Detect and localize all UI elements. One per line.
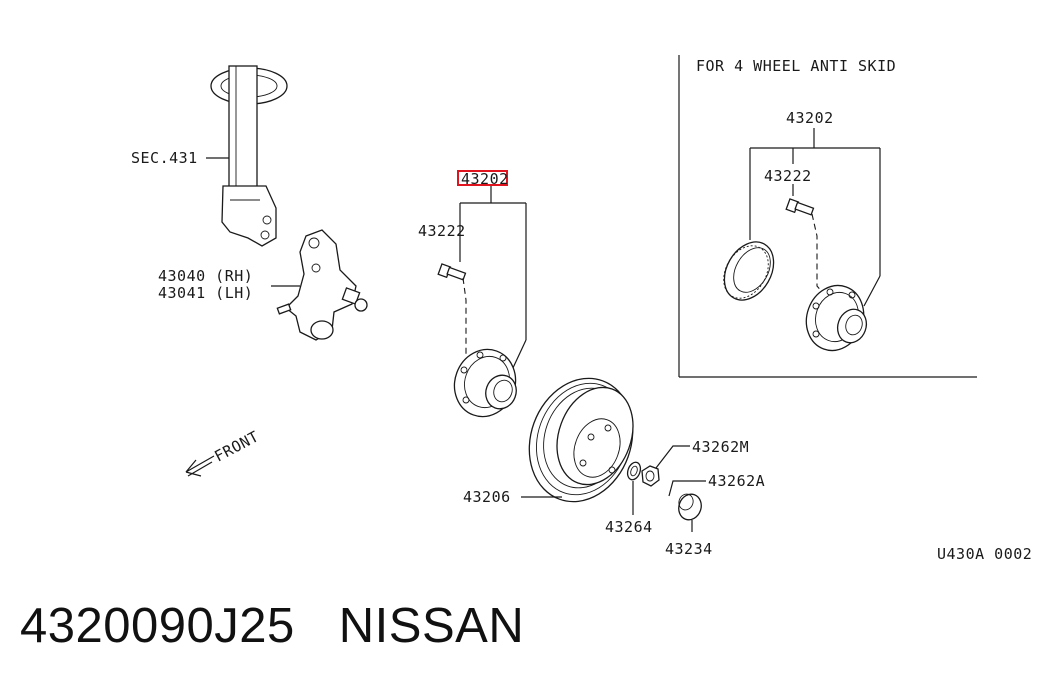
label-nut-m: 43262M bbox=[692, 438, 749, 456]
label-bolt-main: 43222 bbox=[418, 222, 466, 240]
hub-bolt bbox=[437, 263, 467, 281]
strut-assembly bbox=[210, 65, 288, 247]
inset-title: FOR 4 WHEEL ANTI SKID bbox=[696, 57, 896, 75]
knuckle bbox=[276, 229, 368, 341]
label-nut-a: 43262A bbox=[708, 472, 765, 490]
drawing-code: U430A 0002 bbox=[937, 545, 1032, 563]
leader-hub-main bbox=[459, 186, 527, 371]
nut bbox=[641, 465, 660, 487]
washer bbox=[626, 461, 642, 481]
label-knuckle-rh: 43040 (RH) bbox=[158, 267, 253, 285]
dash-bolt-inset bbox=[811, 213, 825, 295]
leader-nut-a bbox=[668, 480, 706, 497]
front-arrow-icon bbox=[185, 455, 215, 477]
front-label: FRONT bbox=[211, 427, 262, 465]
sensor-rotor bbox=[723, 241, 775, 301]
inset-hub-flange bbox=[805, 284, 868, 352]
label-cap: 43234 bbox=[665, 540, 713, 558]
label-hub-main: 43202 bbox=[461, 170, 509, 188]
grease-cap bbox=[678, 493, 702, 521]
label-hub-inset: 43202 bbox=[786, 109, 834, 127]
label-washer: 43264 bbox=[605, 518, 653, 536]
part-number: 4320090J25 bbox=[20, 599, 295, 653]
label-sec431: SEC.431 bbox=[131, 149, 198, 167]
brand-name: NISSAN bbox=[338, 599, 525, 653]
leader-nut-m bbox=[655, 445, 690, 469]
label-knuckle-lh: 43041 (LH) bbox=[158, 284, 253, 302]
part-caption: 4320090J25 NISSAN bbox=[20, 598, 524, 654]
brake-drum bbox=[528, 377, 634, 503]
dash-bolt-hub bbox=[462, 277, 475, 363]
hub-flange bbox=[453, 348, 517, 418]
label-drum: 43206 bbox=[463, 488, 511, 506]
label-bolt-inset: 43222 bbox=[764, 167, 812, 185]
inset-frame bbox=[678, 55, 977, 378]
leader-hub-inset bbox=[749, 128, 881, 307]
highlight-box bbox=[457, 170, 508, 186]
inset-bolt bbox=[785, 198, 815, 216]
